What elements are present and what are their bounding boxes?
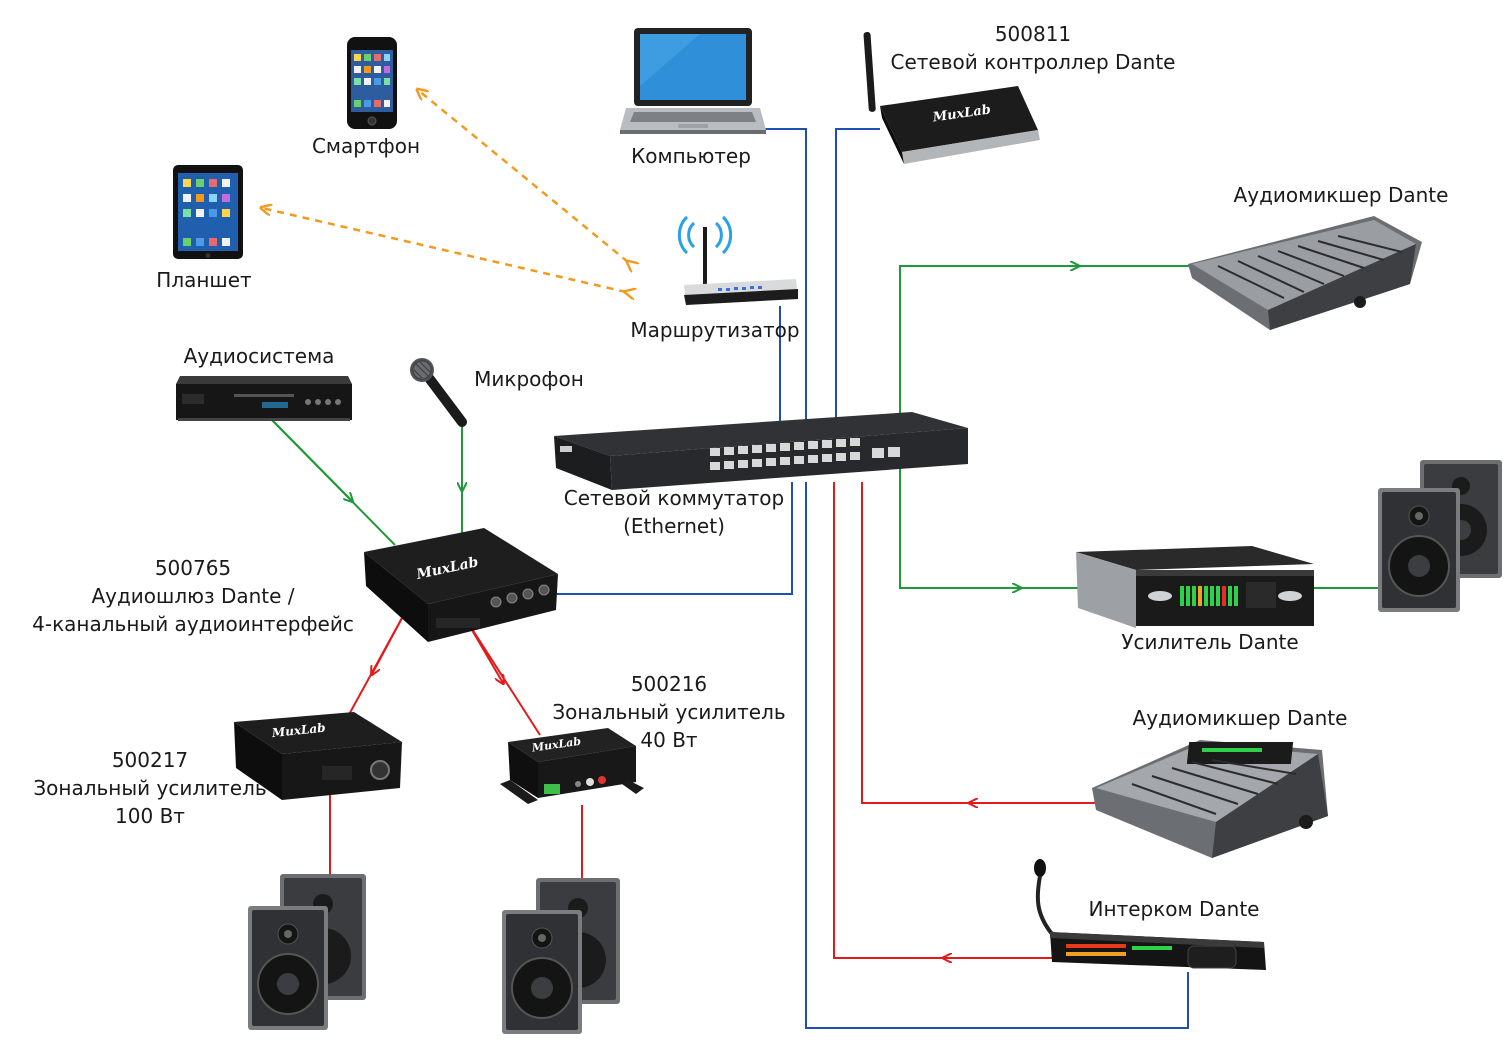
tablet-icon xyxy=(173,165,243,259)
label-computer: Компьютер xyxy=(631,144,751,168)
av-receiver-icon xyxy=(176,376,352,421)
link-switch-intercom xyxy=(805,482,1189,1029)
link-computer-switch xyxy=(762,128,807,456)
label-tablet: Планшет xyxy=(156,268,252,292)
microphone-icon xyxy=(410,358,467,427)
link-controller-switch xyxy=(835,128,880,456)
wireless-links xyxy=(262,90,628,292)
label-switch: Сетевой коммутатор (Ethernet) xyxy=(556,484,792,540)
red-links xyxy=(329,482,1105,959)
green-links xyxy=(271,266,1380,588)
label-smartphone: Смартфон xyxy=(311,134,421,158)
intercom-icon xyxy=(1034,859,1266,970)
link-gateway-switch xyxy=(555,482,793,595)
zone-amplifier-100w-icon: MuxLab xyxy=(234,712,402,800)
link-mixer-bottom-switch xyxy=(861,482,1105,804)
label-mixer-top: Аудиомикшер Dante xyxy=(1233,183,1449,207)
zone100-power: 100 Вт xyxy=(115,804,185,828)
studio-monitor-icon xyxy=(1378,460,1502,612)
label-router: Маршрутизатор xyxy=(630,318,800,342)
label-audio-system: Аудиосистема xyxy=(183,344,335,368)
switch-type: (Ethernet) xyxy=(623,514,725,538)
zone-amplifier-40w-icon: MuxLab xyxy=(500,728,644,804)
zone40-name: Зональный усилитель xyxy=(552,700,786,724)
gateway-name: Аудиошлюз Dante / xyxy=(91,584,295,608)
mixing-console-icon xyxy=(1188,216,1422,330)
wifi-router-icon xyxy=(677,215,798,305)
link-intercom-switch xyxy=(833,482,1052,959)
controller-name: Сетевой контроллер Dante xyxy=(890,50,1176,74)
label-gateway: 500765 Аудиошлюз Dante / 4-канальный ауд… xyxy=(20,554,366,638)
zone40-model: 500216 xyxy=(630,672,708,696)
label-amplifier: Усилитель Dante xyxy=(1121,630,1299,654)
switch-name: Сетевой коммутатор xyxy=(563,486,785,510)
studio-monitor-icon xyxy=(502,878,620,1034)
link-router-smartphone xyxy=(418,90,628,262)
label-zone100: 500217 Зональный усилитель 100 Вт xyxy=(30,746,270,830)
label-intercom: Интерком Dante xyxy=(1088,897,1260,921)
power-amplifier-icon xyxy=(1076,546,1314,628)
laptop-icon xyxy=(620,28,766,134)
gateway-desc: 4-канальный аудиоинтерфейс xyxy=(32,612,354,636)
network-controller-icon: MuxLab xyxy=(863,32,1040,164)
ethernet-switch-icon xyxy=(554,412,968,490)
smartphone-icon xyxy=(347,37,397,129)
ethernet-links xyxy=(555,128,1189,1029)
link-router-tablet xyxy=(262,208,626,292)
zone40-power: 40 Вт xyxy=(640,728,698,752)
label-zone40: 500216 Зональный усилитель 40 Вт xyxy=(550,670,788,754)
controller-model: 500811 xyxy=(994,22,1072,46)
zone100-name: Зональный усилитель xyxy=(33,776,267,800)
studio-monitor-icon xyxy=(248,874,366,1030)
mixing-console-icon xyxy=(1092,740,1328,858)
zone100-logo: MuxLab xyxy=(270,721,326,741)
audio-gateway-icon: MuxLab xyxy=(364,528,558,642)
zone100-model: 500217 xyxy=(111,748,189,772)
label-mixer-bottom: Аудиомикшер Dante xyxy=(1132,706,1348,730)
gateway-model: 500765 xyxy=(154,556,232,580)
label-microphone: Микрофон xyxy=(474,367,584,391)
label-controller: 500811 Сетевой контроллер Dante xyxy=(880,20,1186,76)
